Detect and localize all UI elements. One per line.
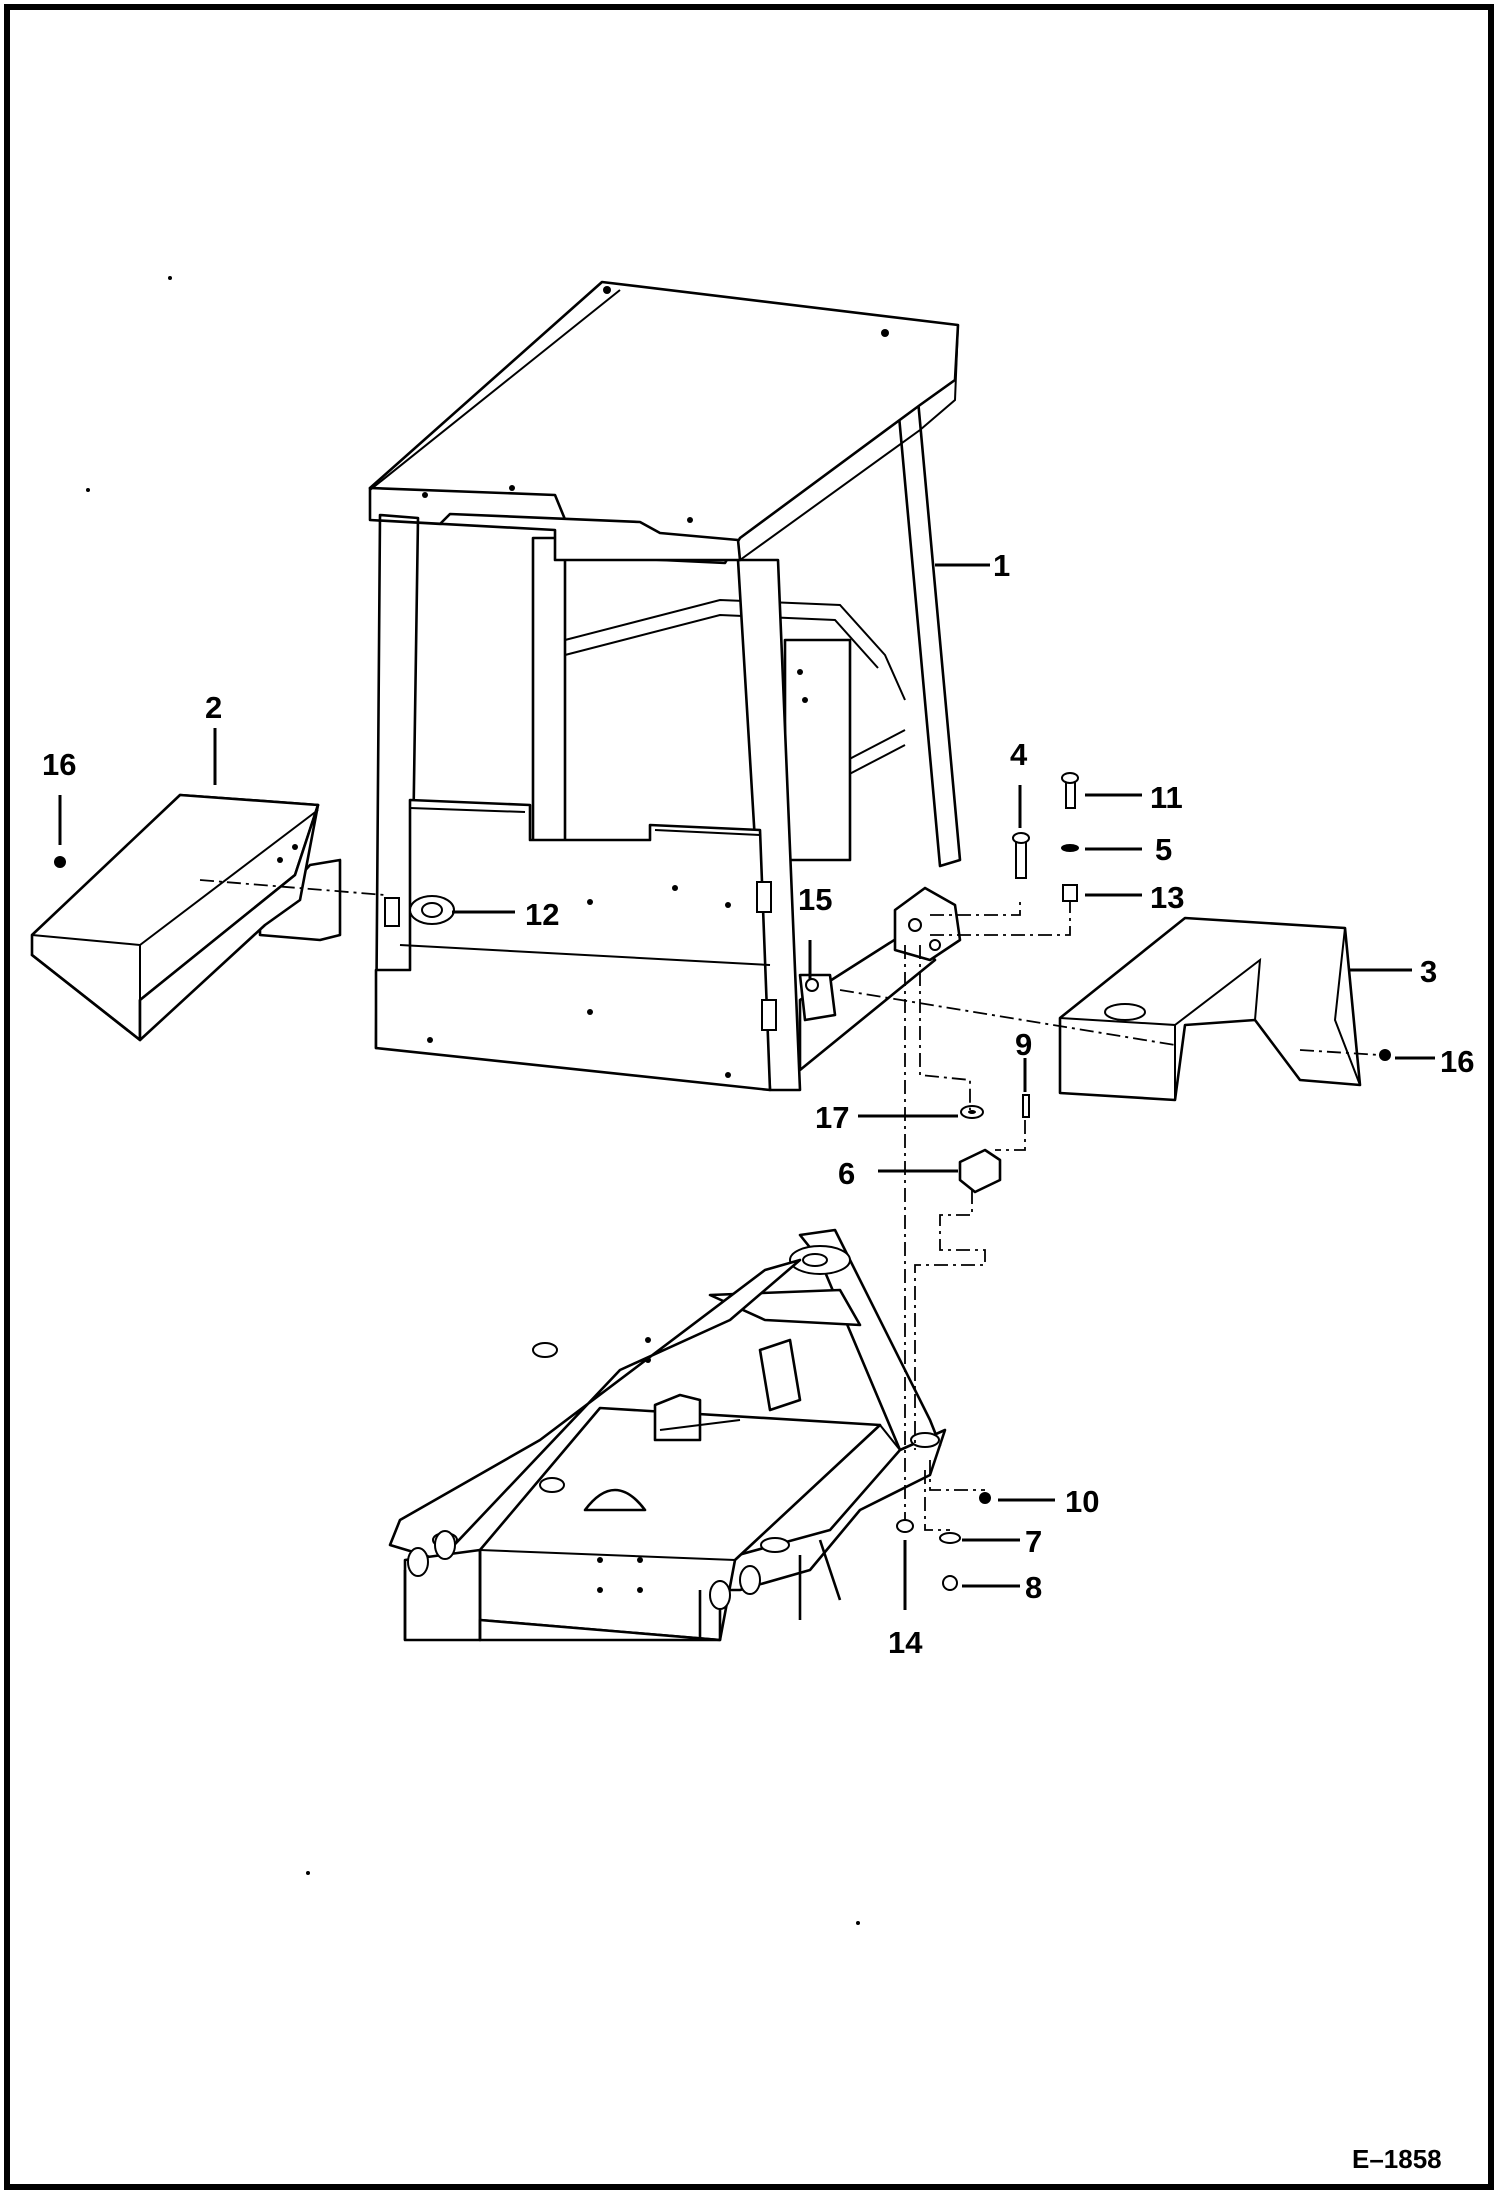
page-border: [4, 4, 1494, 2190]
screw-9: [1022, 1094, 1030, 1118]
callout-9: 9: [1015, 1027, 1032, 1062]
assembly-lines: [199, 879, 1381, 1531]
nut-10: [979, 1492, 991, 1504]
rops-cab: [368, 280, 962, 1092]
callout-13: 13: [1150, 880, 1184, 915]
figure-code: E–1858: [1352, 2144, 1442, 2174]
callout-4: 4: [1010, 737, 1028, 772]
spacer-13: [1062, 884, 1078, 902]
lower-frame: [388, 1228, 947, 1642]
callout-14: 14: [888, 1625, 923, 1660]
callout-16-right: 16: [1440, 1044, 1474, 1079]
nut-8: [942, 1575, 958, 1591]
callout-8: 8: [1025, 1570, 1042, 1605]
callout-6: 6: [838, 1156, 855, 1191]
callout-11: 11: [1150, 780, 1183, 815]
callout-15: 15: [798, 882, 832, 917]
latch-6: [958, 1148, 1002, 1194]
callout-12: 12: [525, 897, 559, 932]
callout-16-left: 16: [42, 747, 76, 782]
washer-5: [1061, 844, 1079, 852]
callout-3: 3: [1420, 954, 1437, 989]
callout-7: 7: [1025, 1524, 1042, 1559]
washer-7: [939, 1532, 961, 1544]
right-fender: [1058, 916, 1362, 1102]
nut-16-left: [54, 856, 66, 868]
callout-2: 2: [205, 690, 222, 725]
callout-labels: 1 2 3 4 5 6 7 8 9 10 11 12 13 14 15 16 1…: [42, 548, 1474, 2174]
hardware: [54, 772, 1391, 1591]
leader-lines: [58, 563, 1435, 1610]
callout-1: 1: [993, 548, 1010, 583]
callout-17: 17: [815, 1100, 849, 1135]
nut-14: [896, 1519, 914, 1533]
nut-16-right: [1379, 1049, 1391, 1061]
left-fender: [30, 793, 342, 1042]
callout-10: 10: [1065, 1484, 1099, 1519]
callout-5: 5: [1155, 832, 1172, 867]
